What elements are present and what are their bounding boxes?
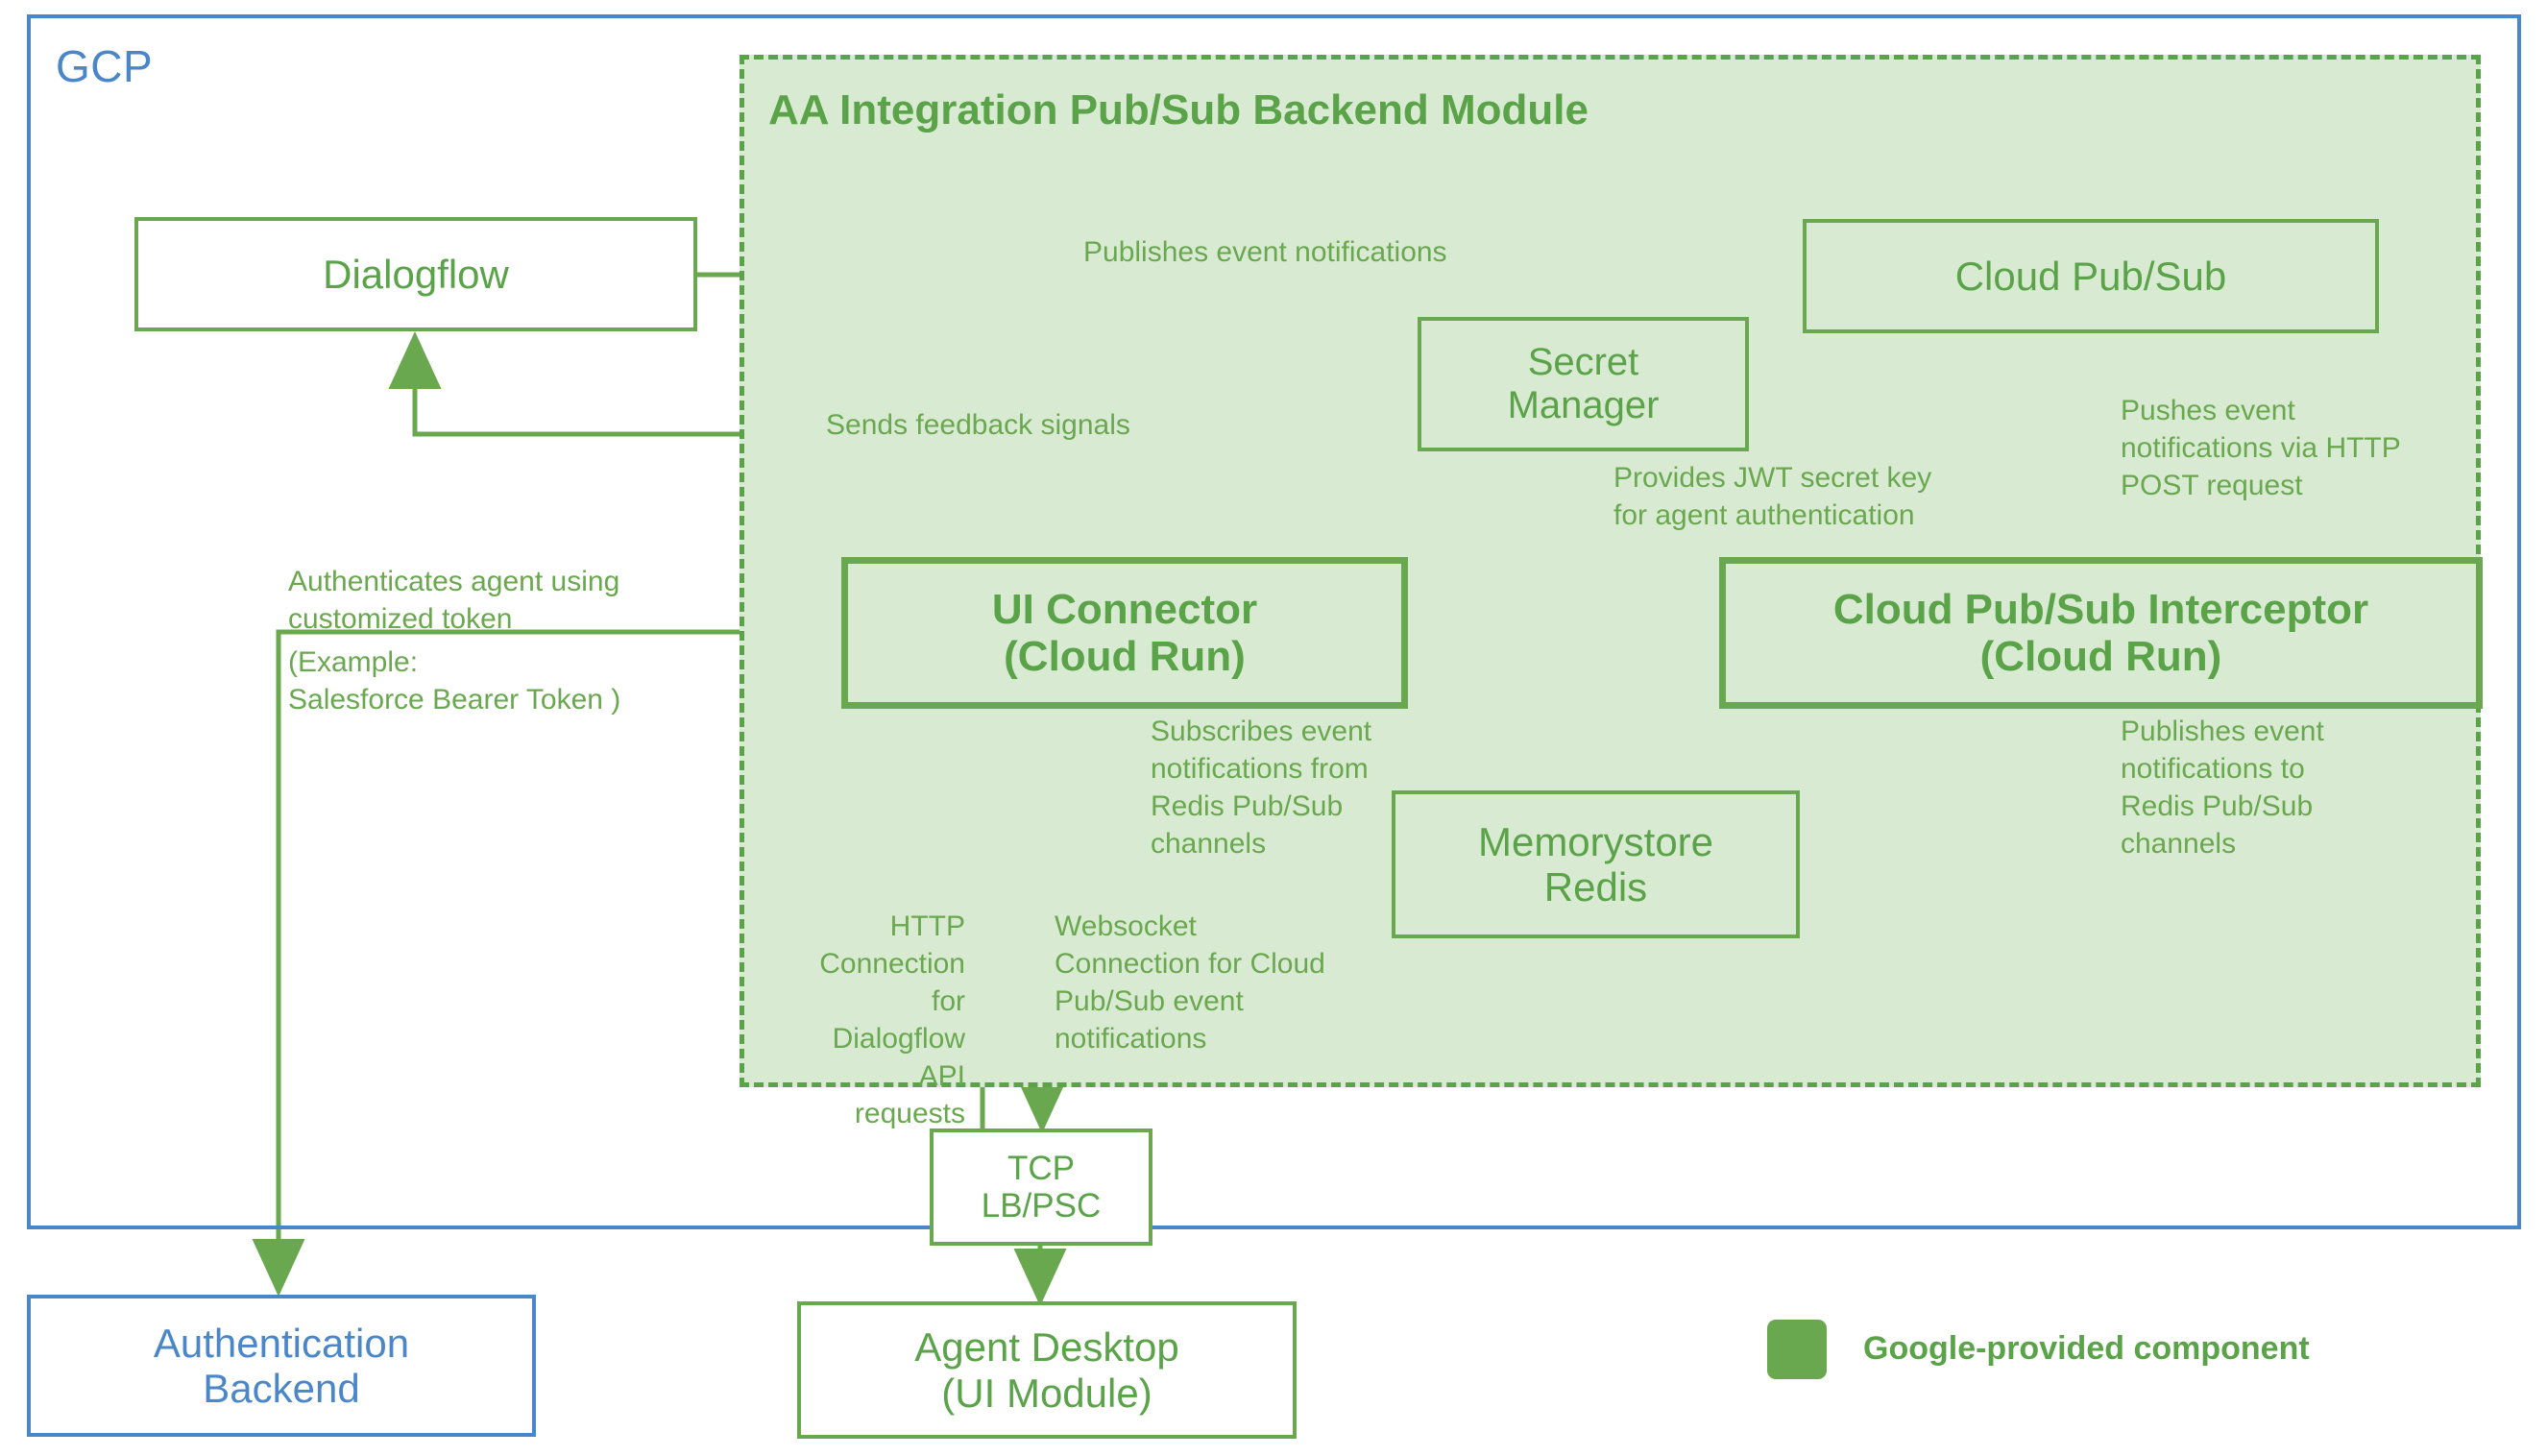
node-dialogflow[interactable]: Dialogflow [134, 217, 697, 331]
edge-label-publishes-redis-channels: Publishes event notifications to Redis P… [2121, 716, 2324, 860]
node-ui-connector-label: UI Connector (Cloud Run) [991, 585, 1258, 680]
edge-label-publishes-event-notifications: Publishes event notifications [1083, 236, 1447, 268]
node-tcp-lb-psc-label: TCP LB/PSC [981, 1149, 1102, 1225]
node-secret-manager[interactable]: Secret Manager [1418, 317, 1749, 451]
edge-label-subscribes-redis-channels: Subscribes event notifications from Redi… [1151, 716, 1372, 860]
node-authentication-backend-label: Authentication Backend [153, 1320, 410, 1411]
edge-label-authenticates-agent-example: (Example: Salesforce Bearer Token ) [288, 646, 621, 716]
node-agent-desktop-label: Agent Desktop (UI Module) [914, 1324, 1179, 1416]
node-cloud-pubsub-label: Cloud Pub/Sub [1954, 253, 2227, 299]
edge-label-http-dialogflow-requests: HTTP Connection for Dialogflow API reque… [819, 910, 965, 1129]
gcp-boundary-label: GCP [56, 41, 154, 91]
pubsub-backend-module-title: AA Integration Pub/Sub Backend Module [768, 86, 1589, 133]
legend-color-swatch-icon [1767, 1320, 1827, 1379]
node-memorystore-redis-label: Memorystore Redis [1477, 818, 1714, 910]
gcp-boundary [27, 14, 2521, 1229]
edge-label-sends-feedback-signals: Sends feedback signals [826, 409, 1130, 441]
legend-label: Google-provided component [1863, 1330, 2310, 1367]
pubsub-backend-module-container [740, 55, 2481, 1087]
edge-label-websocket-pubsub-notifications: Websocket Connection for Cloud Pub/Sub e… [1055, 910, 1325, 1055]
node-cloud-pubsub-interceptor[interactable]: Cloud Pub/Sub Interceptor (Cloud Run) [1719, 557, 2483, 709]
edge-label-provides-jwt-secret-key: Provides JWT secret key for agent authen… [1613, 462, 1932, 531]
node-cloud-pubsub-interceptor-label: Cloud Pub/Sub Interceptor (Cloud Run) [1832, 585, 2369, 680]
node-authentication-backend[interactable]: Authentication Backend [27, 1295, 536, 1437]
node-agent-desktop[interactable]: Agent Desktop (UI Module) [797, 1301, 1297, 1439]
node-cloud-pubsub[interactable]: Cloud Pub/Sub [1803, 219, 2379, 333]
node-memorystore-redis[interactable]: Memorystore Redis [1392, 790, 1800, 938]
node-tcp-lb-psc[interactable]: TCP LB/PSC [930, 1128, 1152, 1246]
edge-label-pushes-event-http-post: Pushes event notifications via HTTP POST… [2121, 395, 2401, 501]
node-secret-manager-label: Secret Manager [1507, 341, 1660, 426]
edge-label-authenticates-agent: Authenticates agent using customized tok… [288, 566, 620, 635]
node-ui-connector[interactable]: UI Connector (Cloud Run) [841, 557, 1408, 709]
node-dialogflow-label: Dialogflow [323, 251, 509, 297]
